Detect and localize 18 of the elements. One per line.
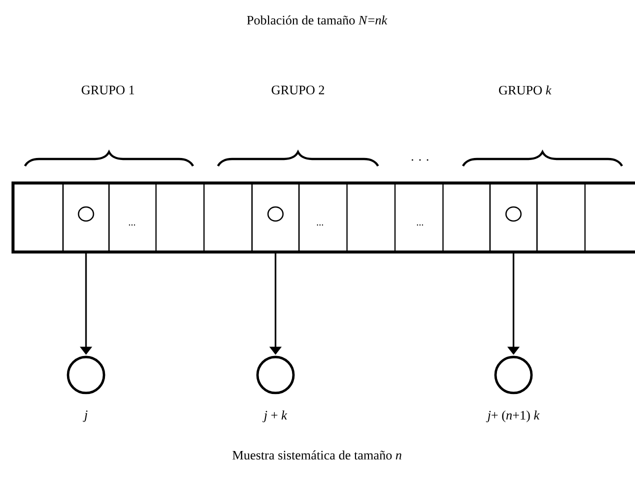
group-label: GRUPO 2 — [272, 86, 324, 94]
cell-with-circle — [62, 182, 110, 253]
cell-with-circle — [251, 182, 300, 253]
circle — [494, 356, 533, 394]
group-label: GRUPO 1 — [82, 86, 134, 94]
ellipsis: ... — [316, 224, 324, 226]
circle — [66, 356, 106, 394]
title: Población de tamaño N=nk — [246, 15, 388, 25]
caption: Muestra sistemática de tamaño n — [232, 450, 402, 460]
position-label: j+ (n+1) k — [486, 410, 540, 422]
ellipsis: . . . — [412, 159, 428, 161]
group-label: GRUPO k — [499, 85, 552, 95]
position-label: j + k — [262, 410, 288, 422]
cell-with-circle — [489, 182, 538, 253]
position-label: j — [82, 410, 88, 422]
circle — [256, 356, 295, 394]
ellipsis: ... — [416, 224, 424, 226]
ellipsis: ... — [128, 224, 136, 226]
